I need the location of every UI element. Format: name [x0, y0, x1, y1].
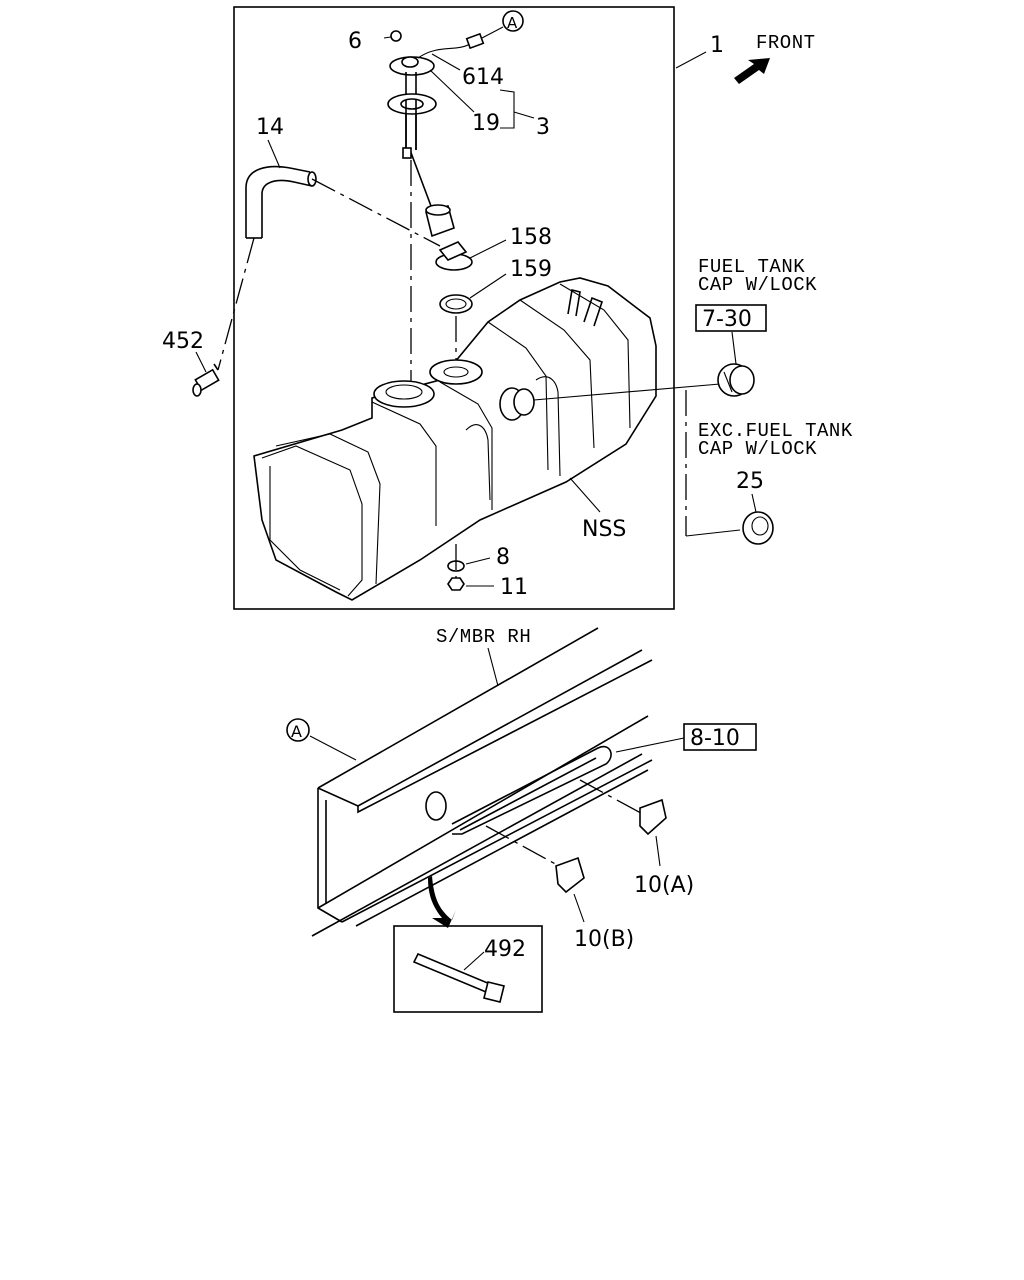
fuel-gauge-sender-unit: 6 A: [348, 10, 524, 400]
part-10b-label: 10(B): [574, 927, 634, 952]
part-19-label: 19: [472, 111, 500, 136]
part-614-label: 614: [462, 65, 504, 90]
standard-fuel-cap: [742, 511, 774, 545]
part-158-label: 158: [510, 225, 552, 250]
part-1-label: 1: [710, 33, 724, 58]
clip-10b: [555, 856, 585, 894]
ref-a-bottom-label: A: [291, 722, 302, 741]
front-label: FRONT: [756, 32, 816, 54]
front-arrow-icon: [734, 58, 770, 84]
cap-lock-note-1: FUEL TANK: [698, 256, 805, 278]
part-8-label: 8: [496, 545, 510, 570]
upper-frame: [233, 6, 675, 610]
frame-ref-box: [683, 723, 757, 751]
cap-ref-label: 7-30: [702, 307, 752, 332]
cap-ref-box: [695, 304, 767, 332]
cap-exc-note-1: EXC.FUEL TANK: [698, 420, 853, 442]
part-3-label: 3: [536, 115, 550, 140]
vent-hose: [217, 165, 441, 371]
cap-exc-note-2: CAP W/LOCK: [698, 438, 817, 460]
detail-arrow-icon: [428, 876, 456, 928]
part-25-label: 25: [736, 469, 764, 494]
cable-tie-492: [412, 952, 505, 1003]
gasket-159: [439, 294, 473, 314]
cap-lock-note-2: CAP W/LOCK: [698, 274, 817, 296]
part-452-label: 452: [162, 329, 204, 354]
part-492-label: 492: [484, 937, 526, 962]
frame-ref-label: 8-10: [690, 726, 740, 751]
locking-fuel-cap: [717, 363, 755, 397]
clip-10a: [639, 798, 667, 836]
ref-a-circle: [502, 10, 524, 32]
connector-452: [192, 363, 220, 397]
part-159-label: 159: [510, 257, 552, 282]
nss-label: NSS: [582, 517, 626, 542]
member-label: S/MBR RH: [436, 626, 531, 648]
part-6-label: 6: [348, 29, 362, 54]
ref-a-label: A: [507, 14, 518, 32]
part-10a-label: 10(A): [634, 873, 694, 898]
tie-detail-box: [393, 925, 543, 1013]
fuel-tank: [253, 277, 657, 601]
nut-11: [447, 577, 465, 591]
ref-a-bottom-circle: [286, 718, 310, 742]
part-11-label: 11: [500, 575, 528, 600]
side-member-rh: [311, 627, 653, 937]
part-14-label: 14: [256, 115, 284, 140]
vent-valve: [435, 241, 473, 271]
